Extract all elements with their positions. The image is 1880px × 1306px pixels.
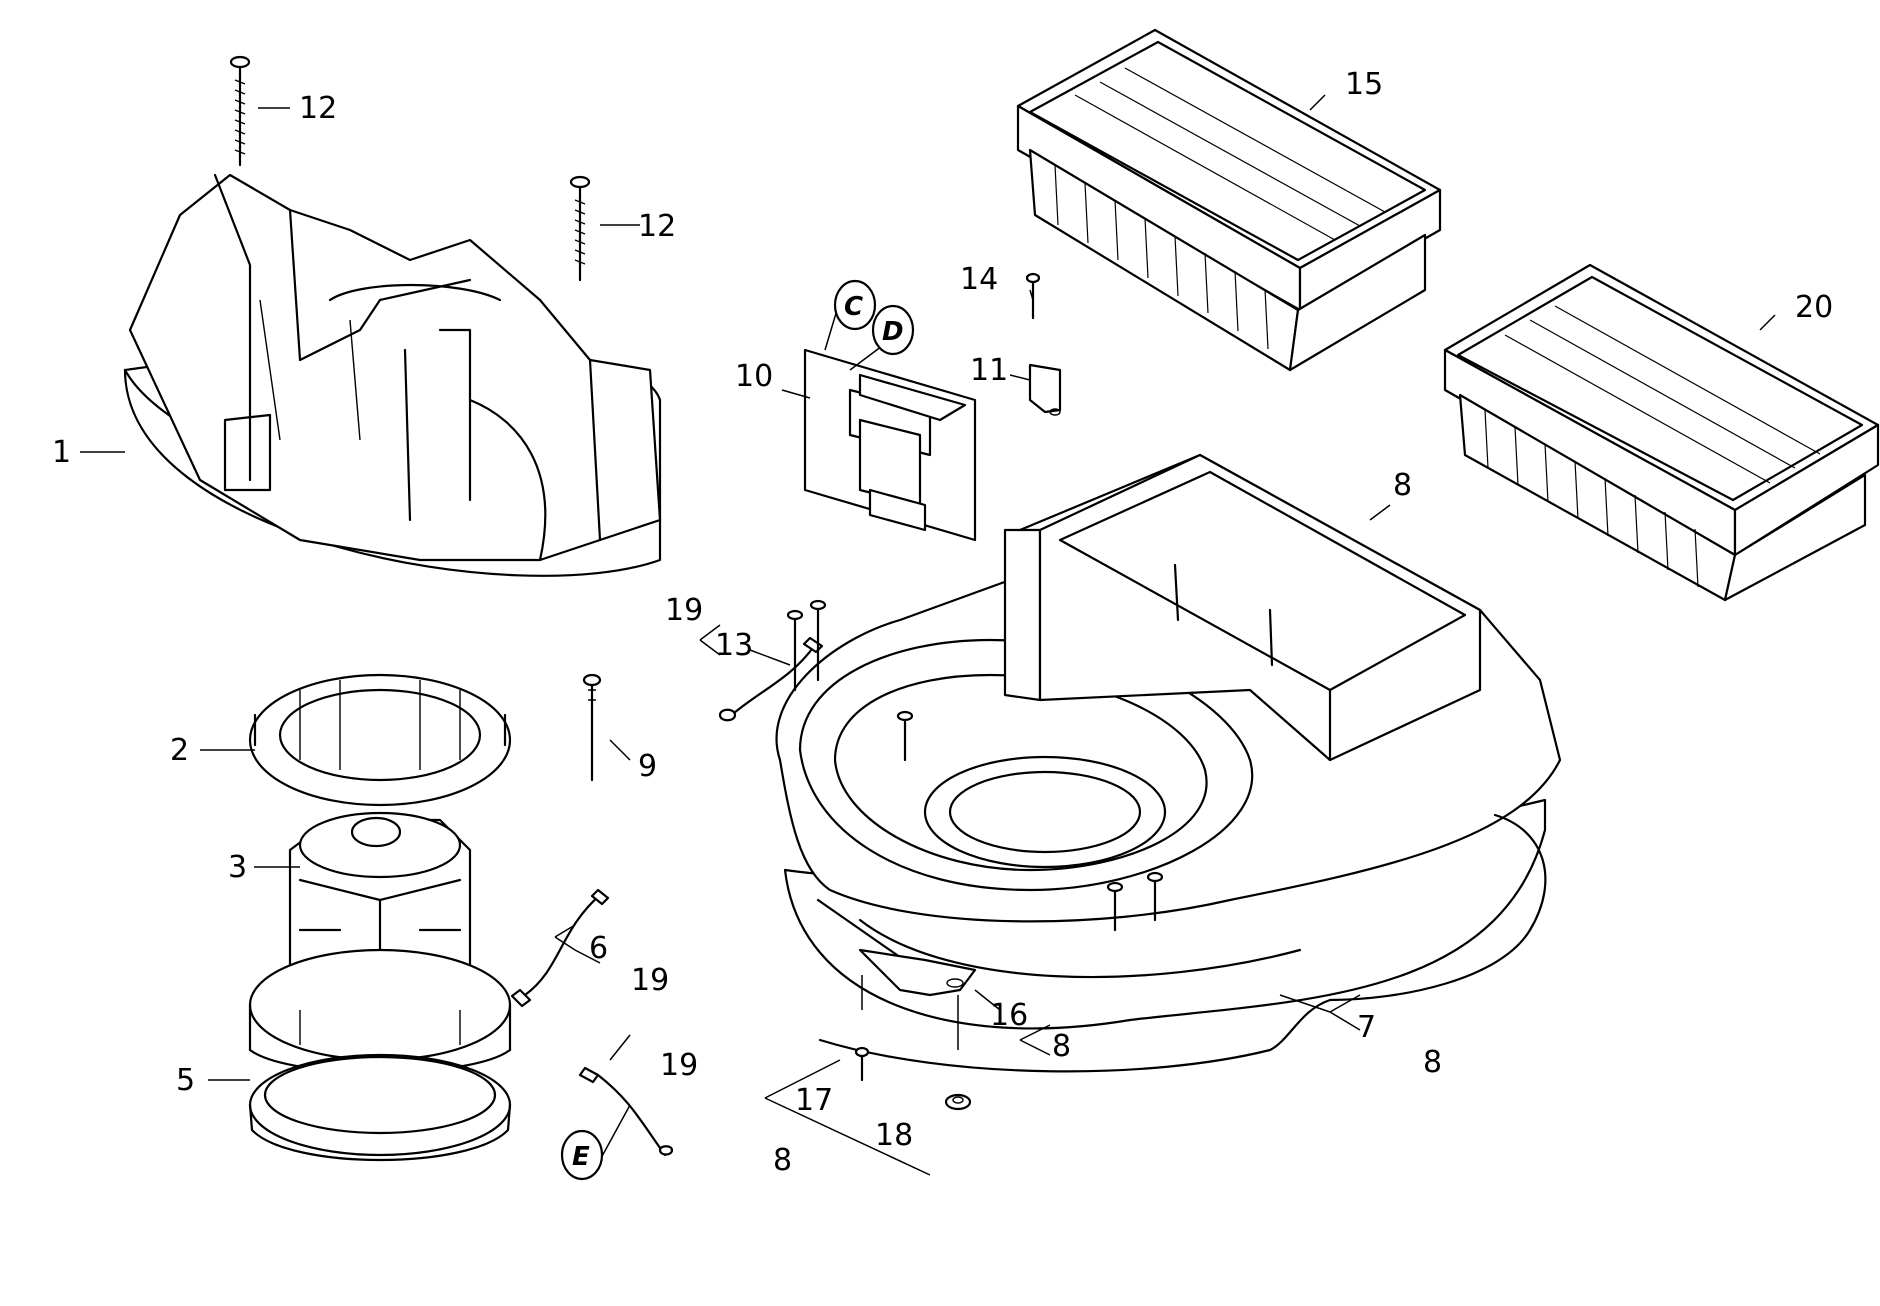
callout-18: 18	[875, 1118, 913, 1153]
flat-pleated-filter-15	[1016, 28, 1442, 372]
callout-12b: 12	[638, 209, 676, 244]
svg-text:D: D	[882, 317, 904, 347]
seal-ring-part	[248, 673, 512, 807]
bracket-16	[858, 948, 977, 997]
wire-harness-E	[578, 1066, 674, 1157]
callout-5: 5	[176, 1063, 195, 1098]
callout-16-8: 8	[1052, 1029, 1071, 1064]
badge-E: E	[560, 1129, 604, 1181]
callout-13: 13	[715, 628, 753, 663]
wire-harness-6	[510, 888, 610, 1008]
motor-housing-top-part	[123, 173, 662, 577]
callout-1: 1	[52, 435, 71, 470]
flat-pleated-filter-20	[1443, 263, 1880, 602]
callout-7: 7	[1357, 1010, 1376, 1045]
callout-6: 6	[589, 931, 608, 966]
gasket-7	[818, 813, 1547, 1073]
lower-ring-part	[248, 1053, 512, 1162]
screw-12b	[569, 175, 591, 282]
leader-lines	[80, 94, 1776, 1176]
wire-harness-13	[718, 636, 824, 722]
bracket-11	[1028, 363, 1062, 416]
callout-10: 10	[735, 359, 773, 394]
svg-text:E: E	[572, 1142, 590, 1172]
callout-11: 11	[970, 353, 1008, 388]
screw-9	[582, 673, 602, 782]
nut-18	[944, 1093, 972, 1111]
callout-6-19: 19	[631, 963, 669, 998]
callout-14: 14	[960, 262, 998, 297]
callout-20: 20	[1795, 290, 1833, 325]
callout-7-8: 8	[1423, 1045, 1442, 1080]
screw-12a	[229, 55, 251, 167]
callout-19: 19	[660, 1048, 698, 1083]
callout-15: 15	[1345, 67, 1383, 102]
callout-17-8: 8	[773, 1143, 792, 1178]
callout-9: 9	[638, 749, 657, 784]
callout-2: 2	[170, 733, 189, 768]
callout-8: 8	[1393, 468, 1412, 503]
container-base-part	[775, 453, 1562, 1030]
callout-17: 17	[795, 1083, 833, 1118]
callout-3: 3	[228, 850, 247, 885]
callout-13-19: 19	[665, 593, 703, 628]
callout-12a: 12	[299, 91, 337, 126]
screw-14	[1025, 272, 1041, 320]
svg-text:C: C	[844, 292, 863, 322]
badge-D: D	[871, 304, 915, 356]
callout-16: 16	[990, 998, 1028, 1033]
motor-part	[248, 811, 512, 1074]
screw-17	[854, 1046, 870, 1082]
circuit-board-part	[803, 348, 977, 542]
badge-C: C	[833, 279, 877, 331]
